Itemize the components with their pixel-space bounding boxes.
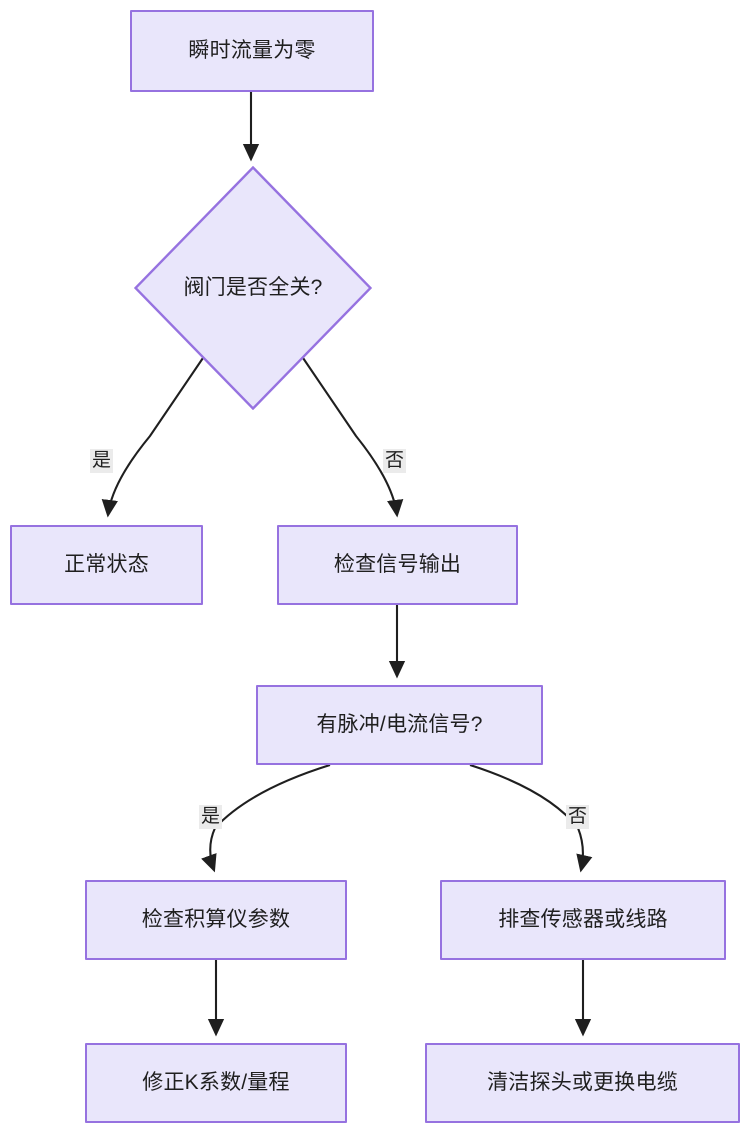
node-label: 有脉冲/电流信号? (316, 713, 483, 737)
node-instant-flow-zero[interactable]: 瞬时流量为零 (130, 10, 374, 92)
node-inspect-sensor-or-wiring[interactable]: 排查传感器或线路 (440, 880, 726, 960)
edge-label-yes-1: 是 (90, 449, 114, 473)
edge-n5-n6 (201, 763, 331, 873)
edge-label-yes-2: 是 (199, 805, 223, 829)
diamond-shape (134, 166, 372, 410)
node-label: 排查传感器或线路 (498, 908, 668, 932)
node-normal-state[interactable]: 正常状态 (10, 525, 203, 605)
node-label: 修正K系数/量程 (142, 1071, 290, 1095)
node-label: 清洁探头或更换电缆 (487, 1071, 678, 1095)
node-label: 瞬时流量为零 (188, 39, 316, 63)
node-check-signal-output[interactable]: 检查信号输出 (277, 525, 518, 605)
node-correct-k-factor-range[interactable]: 修正K系数/量程 (85, 1043, 347, 1123)
node-label: 检查积算仪参数 (141, 908, 291, 932)
node-label: 正常状态 (64, 553, 149, 577)
node-has-pulse-current-signal-decision[interactable]: 有脉冲/电流信号? (256, 685, 543, 765)
edge-label-no-2: 否 (566, 805, 590, 829)
node-label: 检查信号输出 (333, 553, 462, 577)
node-clean-probe-or-replace-cable[interactable]: 清洁探头或更换电缆 (425, 1043, 740, 1123)
node-check-totalizer-parameters[interactable]: 检查积算仪参数 (85, 880, 347, 960)
edge-label-no-1: 否 (383, 449, 407, 473)
node-valve-fully-closed-decision[interactable]: 阀门是否全关? (134, 166, 372, 410)
node-label: 阀门是否全关? (183, 276, 323, 300)
